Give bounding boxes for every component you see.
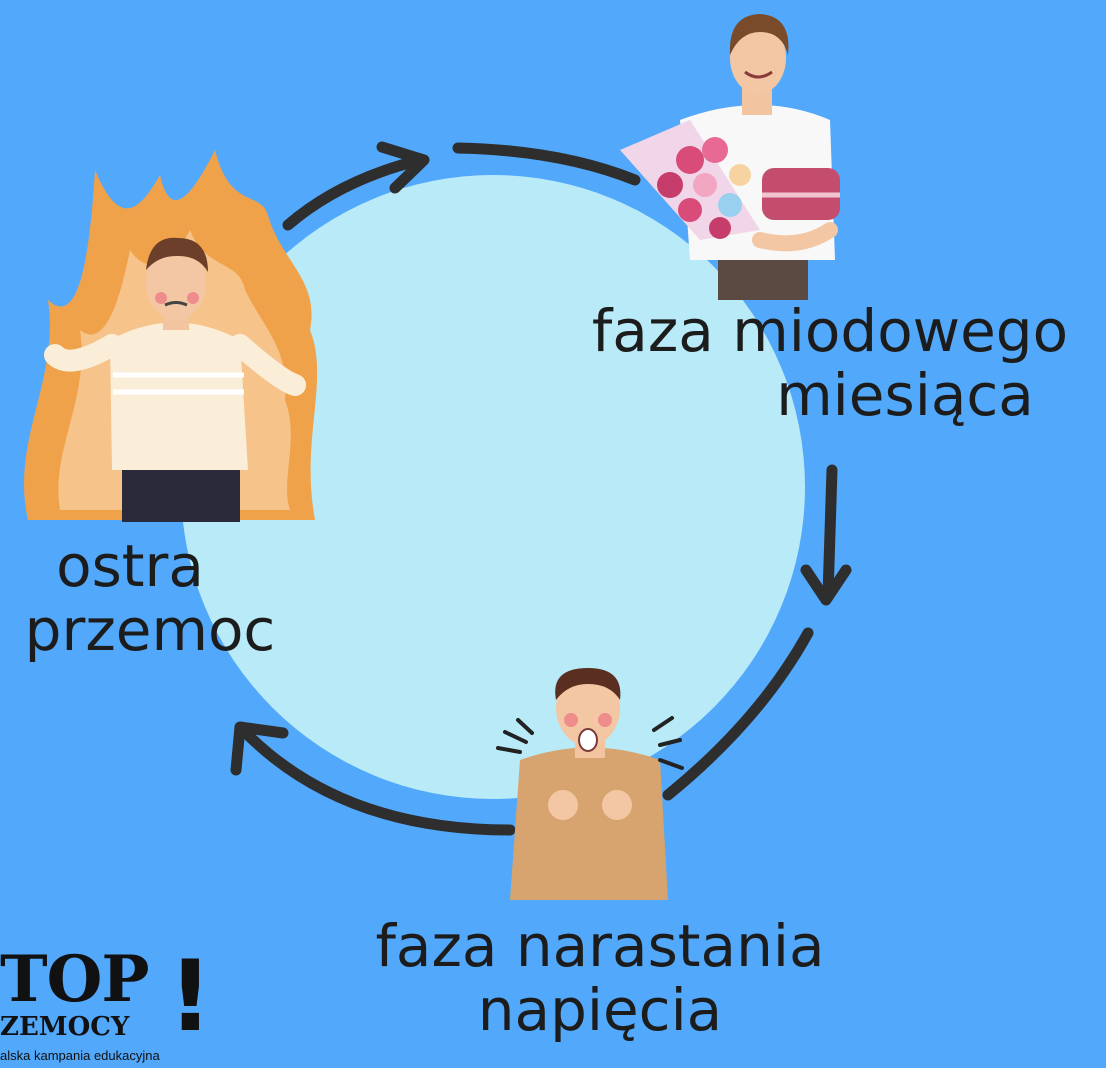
logo-sub-text: ZEMOCY bbox=[0, 1012, 130, 1042]
anxious-man-illustration bbox=[496, 668, 684, 900]
angry-man-fire-illustration bbox=[24, 150, 318, 522]
logo-exclamation: ! bbox=[168, 940, 213, 1054]
arrow-honeymoon-to-tension bbox=[822, 464, 838, 601]
phase-label-tension-line2: napięcia bbox=[477, 975, 723, 1044]
phase-label-tension: faza narastania napięcia bbox=[340, 912, 860, 1044]
phase-label-violence: ostra przemoc bbox=[0, 532, 300, 664]
arrow-top-segment bbox=[452, 142, 641, 186]
arrow-honeymoon-to-tension-head bbox=[800, 564, 852, 606]
cycle-circle bbox=[181, 175, 805, 799]
logo-tagline: alska kampania edukacyjna bbox=[0, 1048, 160, 1063]
phase-label-honeymoon-line2: miesiąca bbox=[776, 360, 1034, 429]
arrow-tension-to-violence-head bbox=[230, 721, 289, 776]
arrow-violence-to-honeymoon bbox=[282, 154, 426, 231]
phase-label-violence-line1: ostra bbox=[56, 532, 204, 600]
phase-label-tension-line1: faza narastania bbox=[375, 912, 825, 980]
arrow-tension-lower-segment bbox=[662, 627, 814, 801]
campaign-logo: TOP ! ZEMOCY alska kampania edukacyjna bbox=[0, 942, 213, 1068]
man-with-flowers-illustration bbox=[620, 14, 840, 300]
phase-label-honeymoon: faza miodowego miesiąca bbox=[560, 297, 1100, 429]
arrow-violence-to-honeymoon-head bbox=[376, 141, 430, 194]
phase-label-violence-line2: przemoc bbox=[24, 595, 276, 664]
logo-top-text: TOP bbox=[0, 942, 149, 1017]
phase-label-honeymoon-line1: faza miodowego bbox=[591, 297, 1069, 365]
arrow-tension-to-violence bbox=[237, 724, 516, 836]
